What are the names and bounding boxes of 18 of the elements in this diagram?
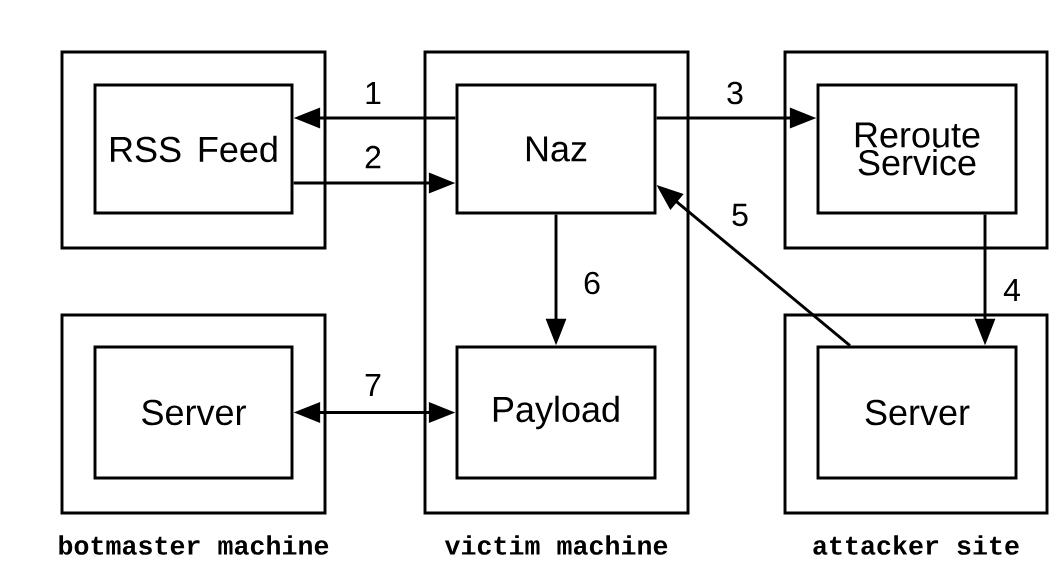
machine-box (783, 50, 1049, 250)
process-box: Reroute Service (816, 83, 1018, 215)
process-box: Server (93, 345, 294, 480)
machine-label: attacker site (813, 535, 1019, 555)
edge-label: 4 (1001, 277, 1023, 303)
process-box: Payload (455, 345, 657, 480)
process-box: Server (816, 345, 1018, 480)
machine-label: victim machine (444, 535, 668, 555)
edge-label: 5 (729, 202, 751, 228)
machine-label: botmaster machine (59, 535, 329, 555)
process-box: RSS Feed (93, 83, 294, 215)
edge-label: 6 (581, 270, 603, 296)
process-box: Naz (455, 83, 657, 215)
edge-label: 3 (724, 80, 746, 106)
machine-box (60, 50, 327, 250)
edge-label: 7 (362, 372, 384, 398)
edge-label: 1 (362, 80, 384, 106)
edge-label: 2 (362, 144, 384, 170)
